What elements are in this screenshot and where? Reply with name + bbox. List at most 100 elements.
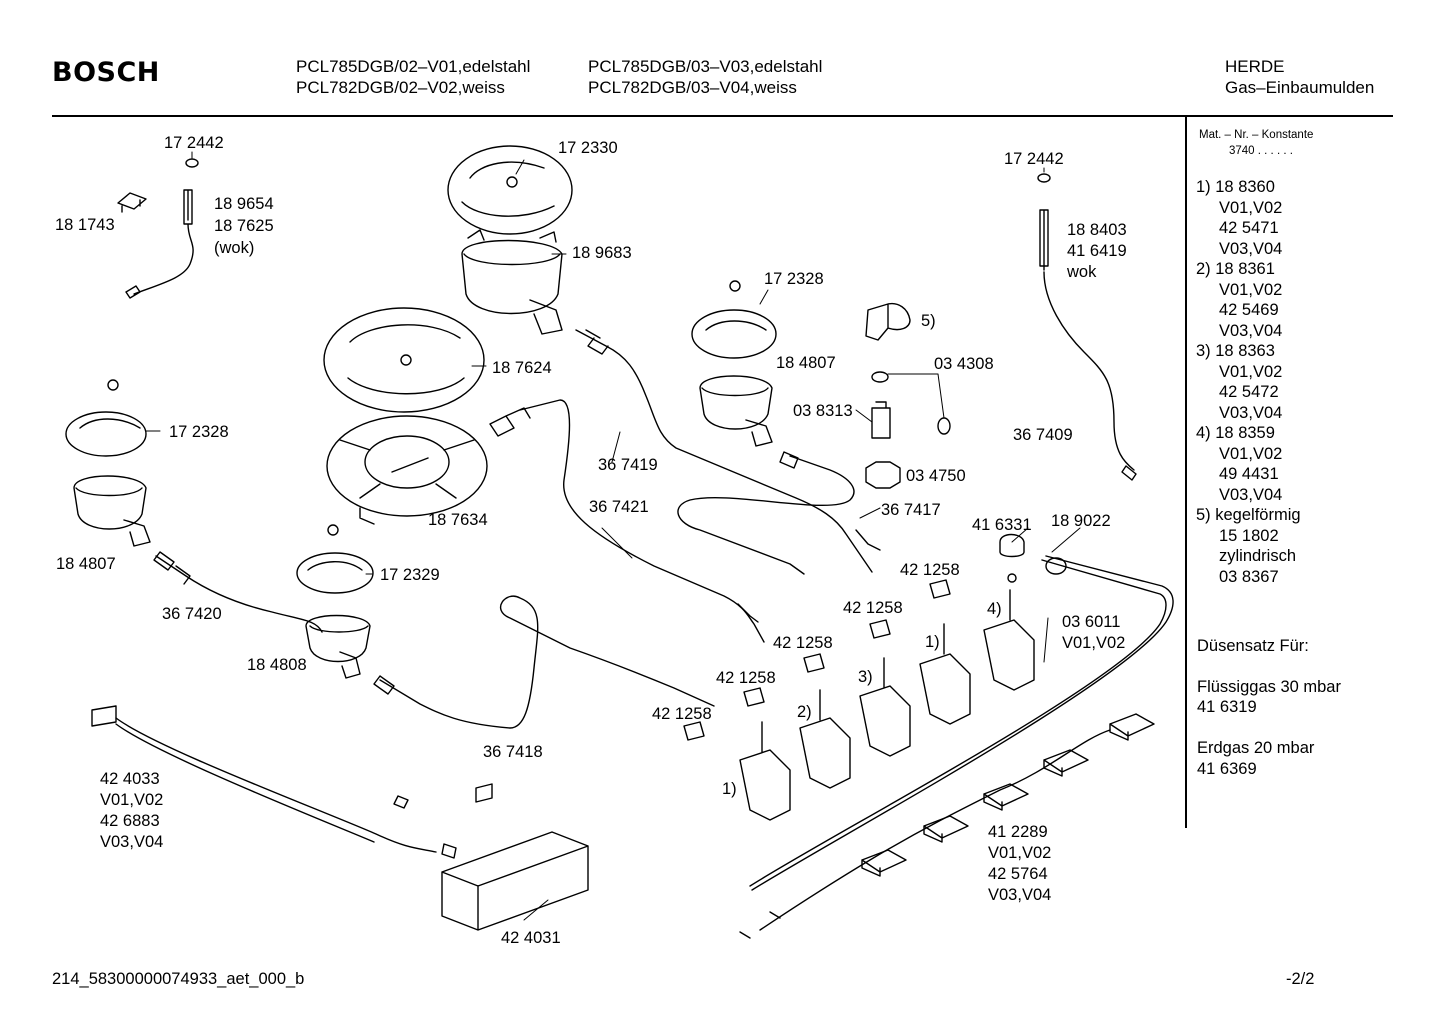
screw-172328-a: [730, 281, 740, 291]
pipe-367418-nut: [374, 676, 394, 694]
fluessiggas-label: Flüssiggas 30 mbar: [1197, 678, 1341, 696]
model-list-2: PCL785DGB/03–V03,edelstahl PCL782DGB/03–…: [588, 56, 822, 98]
pipe-tip: [856, 530, 880, 550]
model-line: PCL782DGB/03–V04,weiss: [588, 78, 797, 97]
part-label: 42 4031: [501, 929, 561, 947]
screw-172328-b: [108, 380, 118, 390]
rail-nut: [1046, 558, 1066, 574]
gas-pipe-367417: [678, 456, 854, 574]
variant-line: 1) 18 8360: [1196, 178, 1275, 196]
clip-181743: [118, 193, 146, 212]
part-label: 18 4808: [247, 656, 307, 674]
burner-body-189683: [462, 230, 562, 334]
washer-034308-b: [938, 418, 950, 434]
washer-034308-a: [872, 372, 888, 382]
cover-slot-4: [308, 562, 362, 570]
erdgas-part: 41 6369: [1197, 760, 1257, 778]
mat-nr-label: Mat. – Nr. – Konstante: [1199, 129, 1314, 141]
ignition-switches-412289: [740, 714, 1154, 938]
duesensatz-label: Düsensatz Für:: [1197, 637, 1309, 655]
part-label: V01,V02: [988, 844, 1052, 862]
part-label: 42 1258: [716, 669, 776, 687]
switch-wiring: [740, 730, 1110, 938]
gas-pipe-367418: [380, 596, 714, 728]
part-label: 17 2442: [164, 134, 224, 152]
rail-fitting-416331: [1000, 535, 1024, 557]
part-label: 17 2328: [169, 423, 229, 441]
screw-172330: [507, 177, 517, 187]
part-label: 17 2330: [558, 139, 618, 157]
fluessiggas-part: 41 6319: [1197, 698, 1257, 716]
nozzle-421258-a: [930, 580, 950, 598]
gas-pipe-367421: [520, 400, 764, 642]
wok-burner-inner: [365, 436, 449, 488]
part-label: 36 7421: [589, 498, 649, 516]
variant-line: 15 1802: [1219, 526, 1279, 545]
nozzle-421258-d: [744, 688, 764, 706]
nozzle-421258-c: [804, 654, 824, 672]
part-label: 42 4033: [100, 770, 160, 788]
wok-electrode-189654: [126, 190, 193, 298]
part-label: 18 7634: [428, 511, 488, 529]
burner-body-184807-b: [74, 476, 150, 546]
gas-pipe-367420: [156, 556, 322, 632]
variant-line: 03 8367: [1219, 567, 1279, 586]
harness-wire-424033: [116, 718, 436, 852]
part-label: 2): [797, 703, 812, 721]
part-label: 18 7625: [214, 217, 274, 235]
part-label: 18 8403: [1067, 221, 1127, 239]
pipe-367421-nut: [490, 408, 530, 436]
part-label: 4): [987, 600, 1002, 618]
part-label: 42 1258: [652, 705, 712, 723]
part-label: V03,V04: [100, 833, 164, 851]
part-label: 18 1743: [55, 216, 115, 234]
leader-lines: [146, 152, 1080, 920]
nut-034750: [866, 462, 900, 488]
wok-burner-187634: [327, 416, 487, 516]
variant-line: 3) 18 8363: [1196, 342, 1275, 360]
pipe-nut: [586, 330, 608, 354]
part-label: 03 6011: [1062, 613, 1121, 631]
model-line: PCL785DGB/03–V03,edelstahl: [588, 57, 823, 76]
variant-line: V03,V04: [1219, 403, 1283, 422]
ignition-switch: [924, 816, 968, 842]
part-label: 03 8313: [793, 402, 853, 420]
cover-slot: [462, 162, 554, 216]
nozzle-038313: [872, 402, 890, 438]
variant-line: V01,V02: [1219, 444, 1283, 463]
cover-plate-172328-b: [66, 412, 146, 456]
variant-line: V01,V02: [1219, 280, 1283, 299]
part-label: 36 7417: [881, 501, 941, 519]
part-label: 1): [925, 633, 940, 651]
washer-172442-a: [186, 159, 198, 167]
plug-424033: [92, 706, 116, 726]
pipe-367421-tip: [738, 604, 758, 622]
part-label: V01,V02: [1062, 634, 1126, 652]
variant-line: V01,V02: [1219, 362, 1283, 381]
part-label: 18 4807: [776, 354, 836, 372]
variant-line: 5) kegelförmig: [1196, 506, 1301, 524]
part-label: 42 6883: [100, 812, 160, 830]
part-label: 18 7624: [492, 359, 552, 377]
part-label: 18 9022: [1051, 512, 1111, 530]
variant-line: V03,V04: [1219, 485, 1283, 504]
cover-plate-172328-a: [692, 310, 776, 358]
part-label: 36 7419: [598, 456, 658, 474]
gas-pipe-367419: [576, 330, 872, 572]
subcategory: Gas–Einbaumulden: [1225, 78, 1375, 97]
part-label: V03,V04: [988, 886, 1052, 904]
page-number: -2/2: [1286, 970, 1315, 988]
header-rule: [52, 115, 1393, 117]
part-label: 42 1258: [773, 634, 833, 652]
part-label: 42 5764: [988, 865, 1048, 883]
document-id: 214_58300000074933_aet_000_b: [52, 970, 305, 988]
variant-line: V03,V04: [1219, 321, 1283, 340]
valve-3: [860, 658, 910, 756]
variant-line: 42 5472: [1219, 383, 1279, 401]
part-label: 3): [858, 668, 873, 686]
burner-body-184807-a: [700, 376, 772, 446]
elbow-fitting: [866, 304, 910, 340]
part-label: 17 2442: [1004, 150, 1064, 168]
brand-logo: BOSCH: [52, 57, 160, 88]
